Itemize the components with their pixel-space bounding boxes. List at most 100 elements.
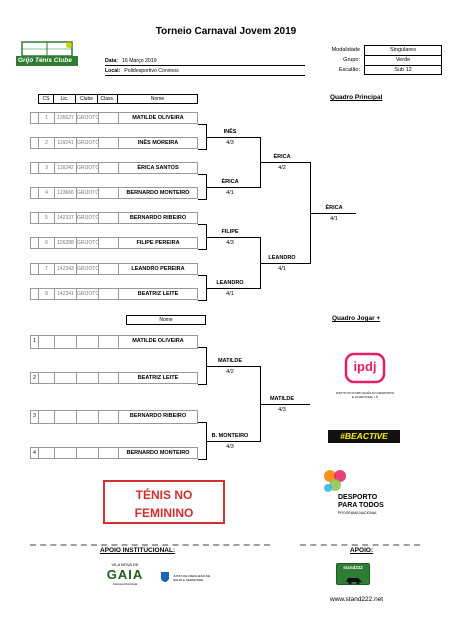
colorful-circles-icon bbox=[324, 470, 346, 492]
bracket-entry: MATILDE bbox=[269, 396, 295, 402]
player-cell: GRIJOTC bbox=[76, 137, 99, 149]
player-cell bbox=[98, 263, 118, 275]
player-cell: 4 bbox=[38, 187, 54, 199]
player-cell bbox=[98, 335, 118, 349]
bracket-entry: 4/3 bbox=[226, 140, 234, 146]
player-cell: BERNARDO RIBEIRO bbox=[118, 410, 198, 424]
desporto-para-todos-logo: DESPORTO PARA TODOS PROGRAMA NACIONAL bbox=[316, 466, 396, 526]
bracket-entry: ÉRICA bbox=[325, 205, 343, 211]
apoio-institucional-label: APOIO INSTITUCIONAL: bbox=[100, 547, 176, 554]
bracket-line bbox=[260, 162, 310, 163]
ipdj-logo-icon bbox=[344, 352, 386, 384]
info-box: Data: 16 Março 2019 Local: Polidesportiv… bbox=[105, 56, 305, 76]
player-cell: 126288 bbox=[54, 237, 76, 249]
bracket-line bbox=[260, 263, 310, 264]
bracket-line bbox=[198, 347, 206, 348]
bracket-line bbox=[206, 237, 260, 238]
bracket-line bbox=[198, 459, 206, 460]
bracket-entry: 4/1 bbox=[226, 190, 234, 196]
player-cell: 6 bbox=[38, 237, 54, 249]
player-cell bbox=[38, 372, 54, 384]
player-cell bbox=[98, 372, 118, 384]
local-label: Local: bbox=[105, 67, 121, 74]
player-cell bbox=[76, 447, 98, 459]
gaia-caption: Câmara Municipal bbox=[112, 582, 138, 586]
player-cell: 2 bbox=[38, 137, 54, 149]
header-class: Class. bbox=[98, 94, 118, 104]
main-draw-title: Quadro Principal bbox=[330, 94, 383, 101]
player-cell: BEATRIZ LEITE bbox=[118, 288, 198, 300]
shield-icon bbox=[161, 572, 169, 582]
tournament-title: Torneio Carnaval Jovem 2019 bbox=[155, 26, 297, 37]
player-cell: 116342 bbox=[54, 162, 76, 174]
bracket-line bbox=[198, 224, 206, 225]
player-cell bbox=[30, 263, 38, 275]
header-cs: CS bbox=[38, 94, 54, 104]
bracket-entry: 4/2 bbox=[278, 165, 286, 171]
player-cell: GRIJOTC bbox=[76, 237, 99, 249]
player-cell: GRIJOTC bbox=[76, 263, 99, 275]
gaia-logo: VILA NOVA DE GAIA Câmara Municipal bbox=[100, 562, 150, 596]
player-cell: BEATRIZ LEITE bbox=[118, 372, 198, 384]
local-row: Local: Polidesportivo Corvinos bbox=[105, 66, 305, 76]
player-cell bbox=[54, 335, 76, 349]
meta-value: Verde bbox=[364, 55, 442, 65]
divider bbox=[300, 544, 420, 546]
bracket-entry: 4/1 bbox=[278, 266, 286, 272]
header-lic: Lic. bbox=[54, 94, 76, 104]
player-cell bbox=[30, 137, 38, 149]
player-cell bbox=[30, 162, 38, 174]
player-cell: BERNARDO MONTEIRO bbox=[118, 447, 198, 459]
bracket-entry: 4/2 bbox=[226, 369, 234, 375]
player-cell bbox=[38, 447, 54, 459]
desporto-line2: PARA TODOS bbox=[338, 502, 384, 509]
bracket-entry: 4/3 bbox=[226, 240, 234, 246]
bracket-entry: 4/3 bbox=[278, 407, 286, 413]
player-cell bbox=[98, 447, 118, 459]
bracket-entry: LEANDRO bbox=[268, 255, 296, 261]
tennis-court-logo-icon bbox=[16, 41, 78, 66]
bracket-line bbox=[310, 213, 356, 214]
player-cell bbox=[76, 372, 98, 384]
player-cell: 123666 bbox=[54, 187, 76, 199]
player-cell: 142341 bbox=[54, 288, 76, 300]
bracket-line bbox=[198, 422, 206, 423]
meta-value: Singulares bbox=[364, 45, 442, 55]
bracket-line bbox=[260, 404, 310, 405]
player-cell: MATILDE OLIVEIRA bbox=[118, 335, 198, 349]
player-cell: GRIJOTC bbox=[76, 187, 99, 199]
header-nome: Nome bbox=[118, 94, 198, 104]
player-cell: 1 bbox=[30, 335, 38, 349]
player-cell bbox=[98, 237, 118, 249]
date-value: 16 Março 2019 bbox=[121, 57, 157, 64]
junta-text: JUNTA DE FREGUESIA DE GRIJÓ E SERMONDE bbox=[173, 574, 211, 582]
meta-value: Sub 12 bbox=[364, 65, 442, 75]
website-link[interactable]: www.stand222.net bbox=[330, 596, 384, 603]
bracket-entry: LEANDRO bbox=[216, 280, 244, 286]
player-cell: 5 bbox=[38, 212, 54, 224]
player-cell: ÉRICA SANTOS bbox=[118, 162, 198, 174]
player-cell bbox=[98, 187, 118, 199]
player-cell: 119241 bbox=[54, 137, 76, 149]
second-header-nome: Nome bbox=[126, 315, 206, 325]
bracket-line bbox=[198, 174, 206, 175]
player-cell: 7 bbox=[38, 263, 54, 275]
bracket-line bbox=[198, 124, 206, 125]
player-row: 1 MATILDE OLIVEIRA bbox=[30, 335, 198, 349]
bracket-entry: ÉRICA bbox=[273, 154, 291, 160]
player-cell: GRIJOTC bbox=[76, 212, 99, 224]
player-cell: 8 bbox=[38, 288, 54, 300]
header-clube: Clube bbox=[76, 94, 98, 104]
bracket-entry: ÉRICA bbox=[221, 179, 239, 185]
player-cell bbox=[76, 335, 98, 349]
player-cell bbox=[98, 137, 118, 149]
player-cell bbox=[98, 212, 118, 224]
sponsor-logo: stand222 bbox=[336, 563, 370, 585]
